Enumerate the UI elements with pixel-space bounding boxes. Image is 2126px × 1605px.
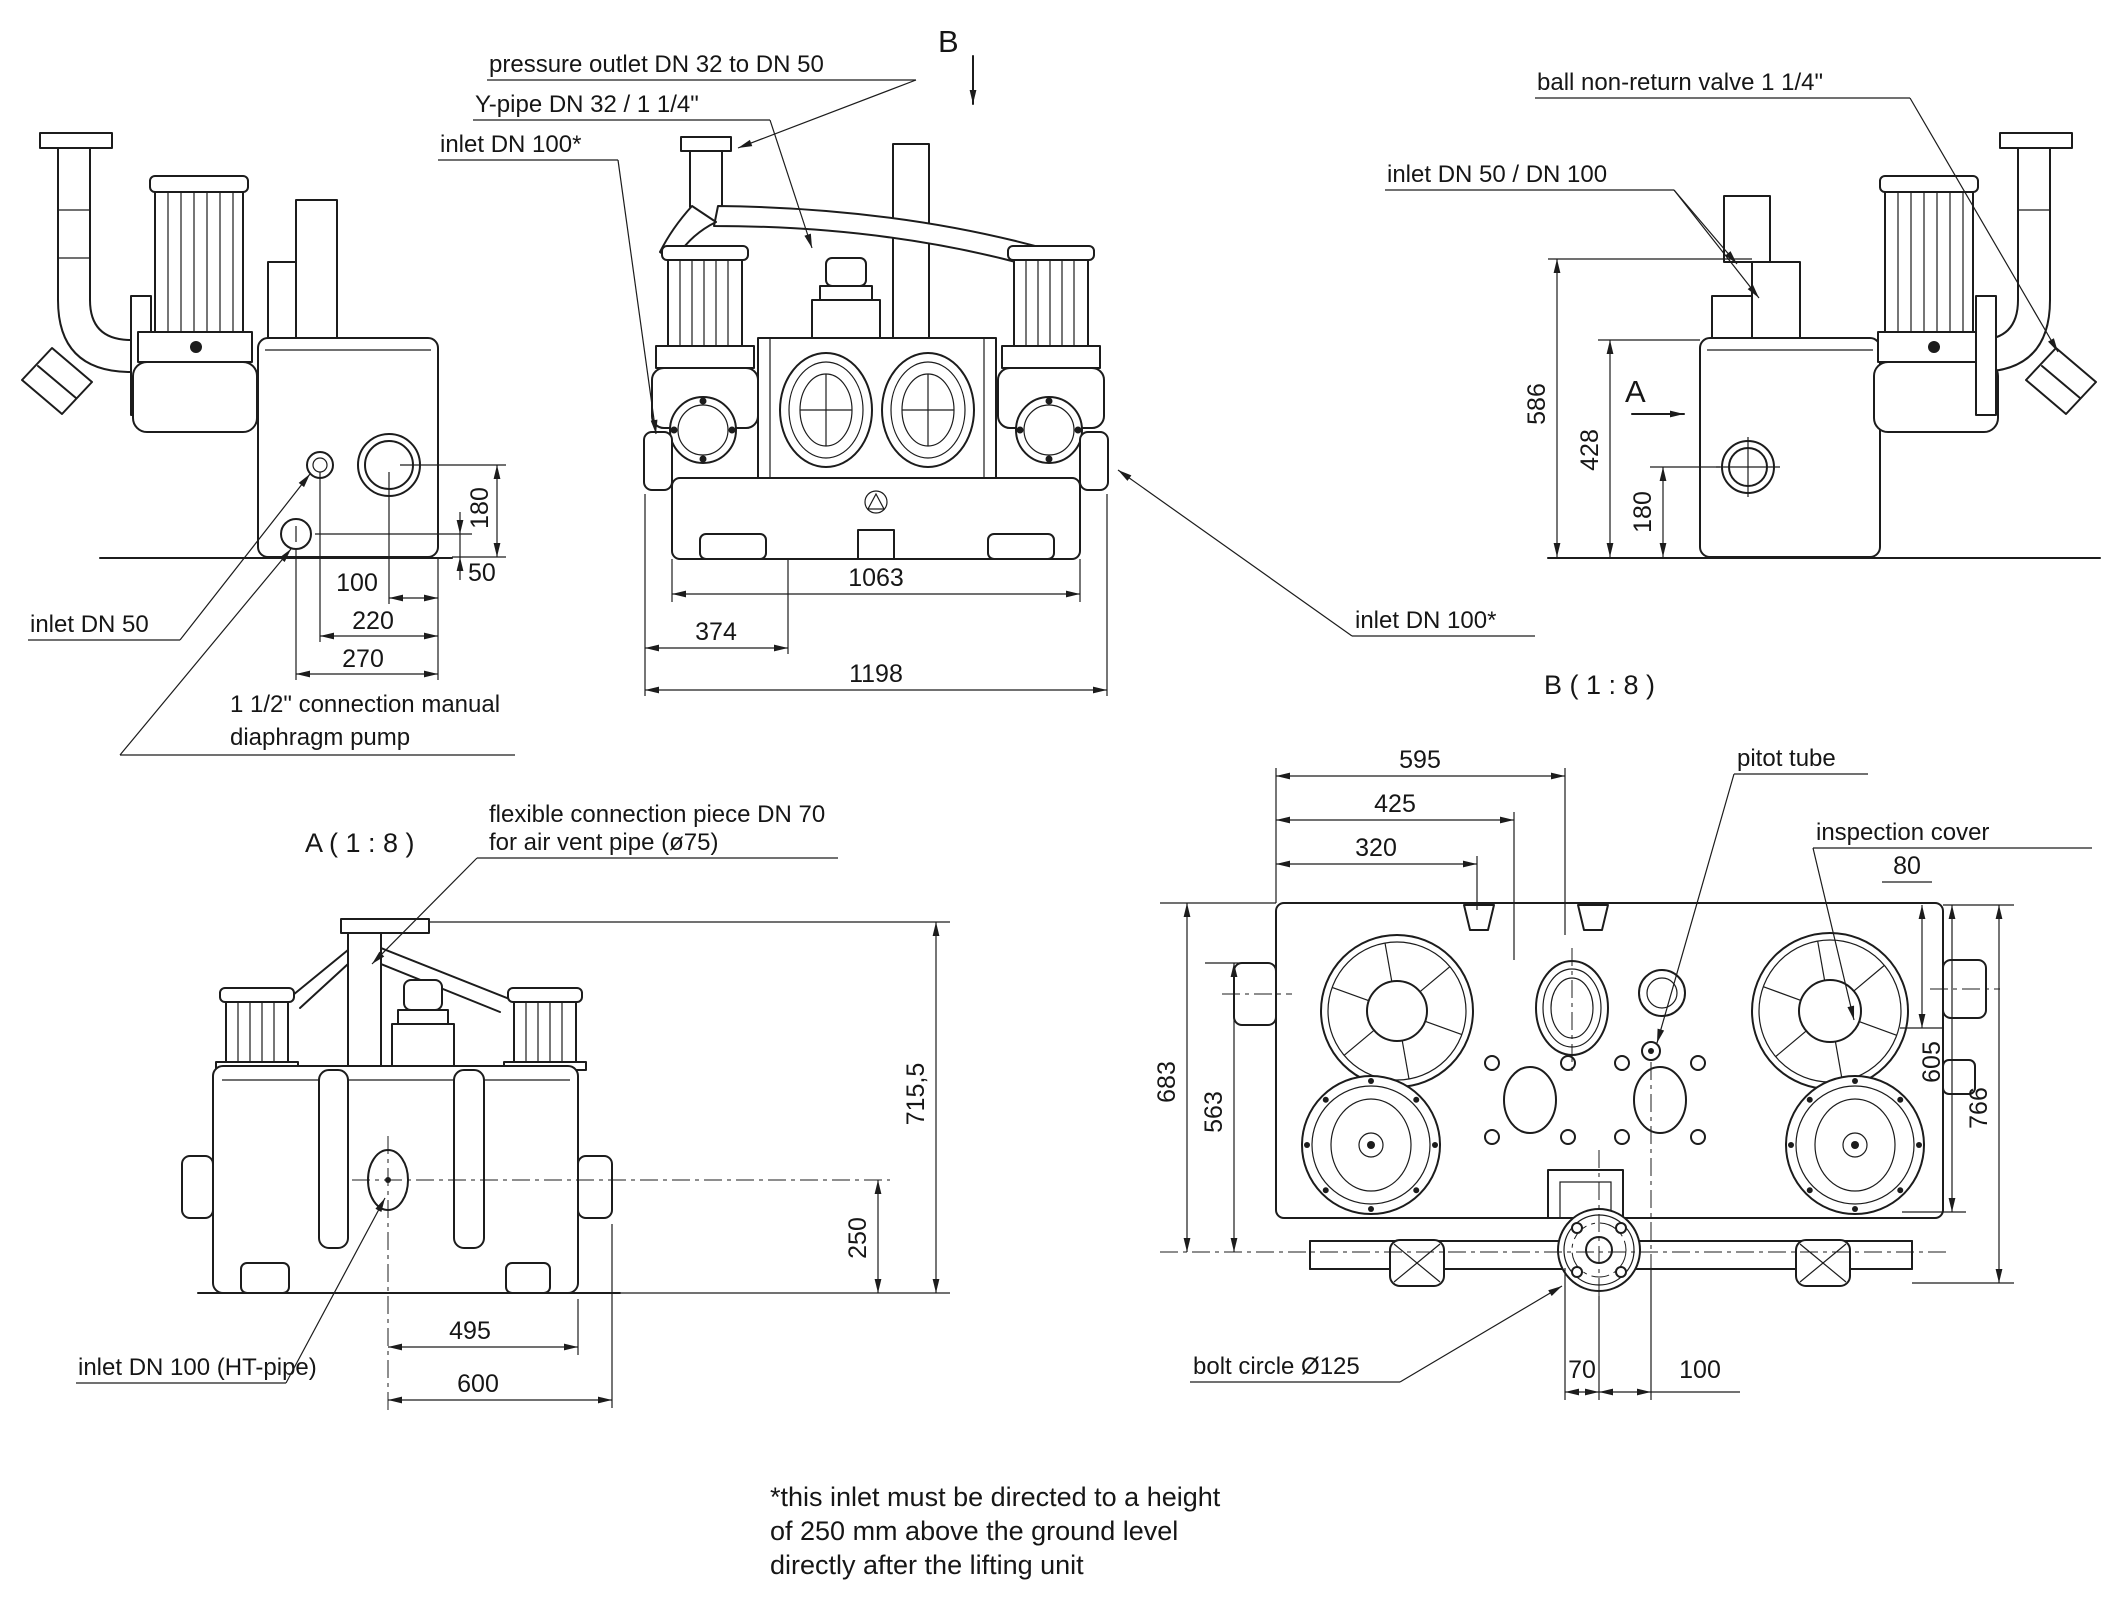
brand-logo (864, 490, 888, 514)
section-b-machine (1160, 902, 2000, 1400)
dim-374: 374 (695, 618, 737, 646)
dim-250: 250 (844, 1217, 872, 1259)
fan-left (1320, 934, 1474, 1088)
label-inlet-dn50: inlet DN 50 (30, 611, 149, 638)
pressure-outlet-flange (680, 136, 732, 152)
label-inlet-dn50-dn100: inlet DN 50 / DN 100 (1387, 161, 1607, 188)
label-inlet-dn100-right: inlet DN 100* (1355, 607, 1496, 634)
label-inlet-dn100-left: inlet DN 100* (440, 131, 581, 158)
label-pressure-outlet: pressure outlet DN 32 to DN 50 (489, 51, 824, 78)
pump-motor-left-view (132, 175, 258, 433)
inlet-lower-duct (1751, 261, 1801, 339)
dims-side-right: 586 428 180 A (1523, 258, 1752, 557)
oval-cover-right (881, 352, 975, 468)
label-y-pipe: Y-pipe DN 32 / 1 1/4" (475, 91, 699, 118)
labels-side-left: inlet DN 50 1 1/2" connection manual dia… (28, 473, 515, 756)
motor-right (997, 245, 1105, 464)
label-diaphragm-1: 1 1/2" connection manual (230, 691, 500, 718)
stub-right (577, 1155, 613, 1219)
inlet-upper-duct (1723, 195, 1771, 263)
pressure-riser-pipe (21, 132, 152, 416)
y-pipe-right-arm (713, 205, 1051, 269)
dim-220: 220 (352, 607, 394, 635)
dim-595: 595 (1399, 746, 1441, 774)
labels-front: pressure outlet DN 32 to DN 50 Y-pipe DN… (438, 24, 1535, 637)
dim-683: 683 (1153, 1061, 1181, 1103)
dim-428: 428 (1576, 429, 1604, 471)
footnote-line1: *this inlet must be directed to a height (770, 1482, 1221, 1512)
diaphragm-pump-port (280, 518, 312, 550)
dim-270: 270 (342, 645, 384, 673)
vent-duct (347, 932, 382, 1067)
label-inlet-ht: inlet DN 100 (HT-pipe) (78, 1354, 317, 1381)
section-a-machine (181, 918, 890, 1410)
vent-flange (340, 918, 430, 934)
dim-495: 495 (449, 1317, 491, 1345)
tank-right-view (1699, 337, 1881, 558)
volute-left (1301, 1075, 1441, 1215)
dim-320: 320 (1355, 834, 1397, 862)
label-flex-2: for air vent pipe (ø75) (489, 829, 718, 856)
dim-766: 766 (1965, 1087, 1993, 1129)
stub-left (181, 1155, 214, 1219)
section-marker-b: B (938, 24, 959, 59)
label-flex-1: flexible connection piece DN 70 (489, 801, 825, 828)
dim-180-right: 180 (1629, 491, 1657, 533)
tank-left-view (99, 199, 453, 559)
footnote-line3: directly after the lifting unit (770, 1550, 1084, 1580)
labels-section-b: pitot tube inspection cover bolt circle … (1190, 745, 2092, 1383)
dims-side-left: 180 50 100 220 270 (295, 464, 506, 680)
view-front: 1063 374 1198 pressure outlet DN 32 to D… (438, 24, 1535, 696)
section-b-title: B ( 1 : 8 ) (1544, 670, 1655, 700)
dim-1198: 1198 (849, 660, 903, 688)
dim-605: 605 (1918, 1041, 1946, 1083)
dim-100: 100 (336, 569, 378, 597)
dims-section-a: 715,5 250 495 600 (388, 921, 950, 1408)
right-machine (1547, 132, 2101, 559)
label-ball-valve: ball non-return valve 1 1/4" (1537, 69, 1823, 96)
side-stub-right (1079, 431, 1109, 491)
motor-left (651, 245, 759, 464)
labels-section-a: flexible connection piece DN 70 for air … (76, 801, 838, 1384)
dims-section-b: 595 425 320 80 683 563 605 766 (1153, 746, 2014, 1400)
front-machine (643, 136, 1109, 560)
dim-586: 586 (1523, 383, 1551, 425)
dim-70: 70 (1568, 1356, 1596, 1384)
dim-600: 600 (457, 1370, 499, 1398)
label-bolt-circle: bolt circle Ø125 (1193, 1353, 1360, 1380)
dim-100b: 100 (1679, 1356, 1721, 1384)
dim-425: 425 (1374, 790, 1416, 818)
view-side-right: 586 428 180 A ball non-return valve 1 1/… (1385, 69, 2101, 559)
label-pitot-tube: pitot tube (1737, 745, 1836, 772)
dims-front: 1063 374 1198 (644, 494, 1108, 696)
section-marker-a: A (1625, 374, 1646, 409)
dim-1063: 1063 (848, 564, 904, 592)
inlet-dn50-top (1638, 969, 1686, 1017)
oval-cover-left (779, 352, 873, 468)
side-stub-left (643, 431, 673, 491)
view-section-b: B ( 1 : 8 ) (1153, 670, 2092, 1400)
dim-180: 180 (466, 487, 494, 529)
volute-right (1785, 1075, 1925, 1215)
dim-563: 563 (1200, 1091, 1228, 1133)
inlet-duct (295, 199, 338, 339)
section-a-title: A ( 1 : 8 ) (305, 828, 415, 858)
footnote: *this inlet must be directed to a height… (770, 1482, 1221, 1580)
dim-50: 50 (468, 559, 496, 587)
footnote-line2: of 250 mm above the ground level (770, 1516, 1178, 1546)
label-diaphragm-2: diaphragm pump (230, 724, 410, 751)
inlet-oval-top (1535, 960, 1609, 1056)
dim-80: 80 (1893, 852, 1921, 880)
labels-side-right: ball non-return valve 1 1/4" inlet DN 50… (1385, 69, 2059, 353)
dim-715: 715,5 (902, 1063, 930, 1126)
fan-right (1751, 932, 1909, 1090)
view-section-a: A ( 1 : 8 ) (76, 801, 950, 1410)
label-inspection-cover: inspection cover (1816, 819, 1989, 846)
view-side-left: 180 50 100 220 270 inlet DN 50 1 1/2" co… (21, 132, 515, 756)
